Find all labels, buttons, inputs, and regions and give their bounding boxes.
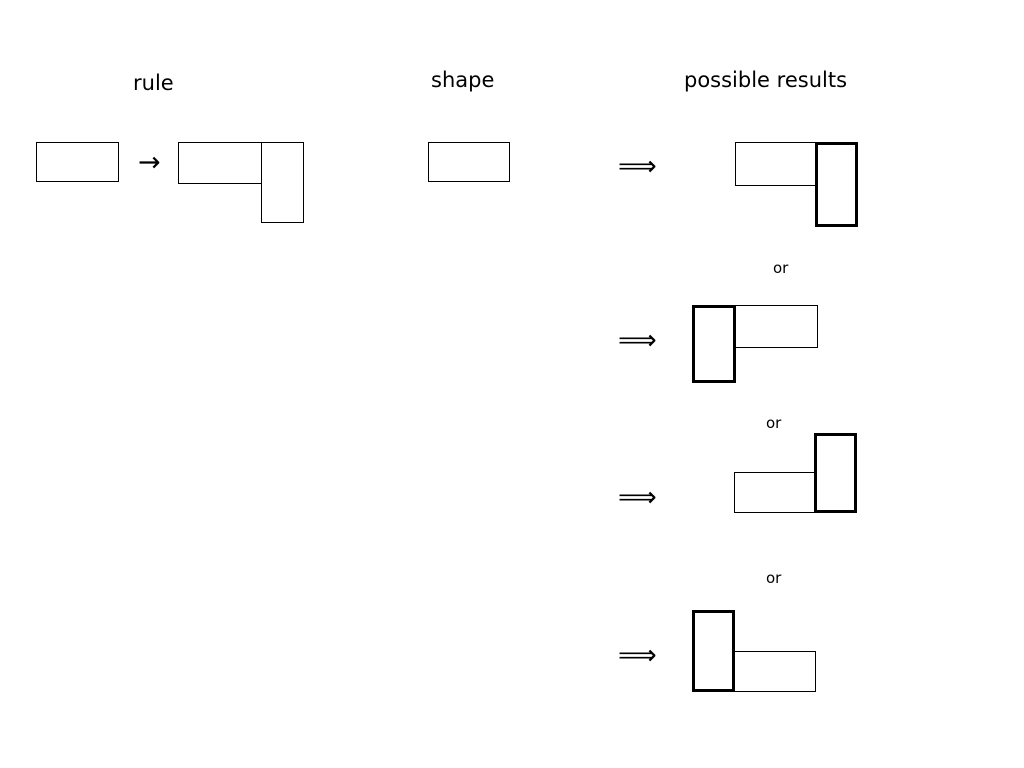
rule-lhs-horizontal-rectangle <box>36 142 119 182</box>
shape-horizontal-rectangle <box>428 142 510 182</box>
result-2-double-arrow-icon: ⟹ <box>618 325 657 356</box>
result-1-horizontal-rectangle <box>735 142 817 186</box>
result-2-horizontal-rectangle <box>735 305 818 348</box>
result-3-double-arrow-icon: ⟹ <box>618 482 657 513</box>
separator-or-3: or <box>766 569 782 587</box>
column-header-possible-results: possible results <box>684 68 848 92</box>
result-1-double-arrow-icon: ⟹ <box>618 151 657 182</box>
result-2-vertical-rectangle-highlighted <box>692 305 736 383</box>
rule-rhs-horizontal-rectangle <box>178 142 262 184</box>
column-header-shape: shape <box>431 68 495 92</box>
result-1-vertical-rectangle-highlighted <box>815 142 858 227</box>
result-3-horizontal-rectangle <box>734 472 816 513</box>
separator-or-1: or <box>773 259 789 277</box>
result-4-vertical-rectangle-highlighted <box>692 610 735 692</box>
result-4-double-arrow-icon: ⟹ <box>618 640 657 671</box>
result-3-vertical-rectangle-highlighted <box>814 433 857 513</box>
rule-rhs-vertical-rectangle <box>261 142 304 223</box>
separator-or-2: or <box>766 414 782 432</box>
result-4-horizontal-rectangle <box>734 651 816 692</box>
rule-arrow-icon: → <box>138 147 161 178</box>
column-header-rule: rule <box>133 71 174 95</box>
